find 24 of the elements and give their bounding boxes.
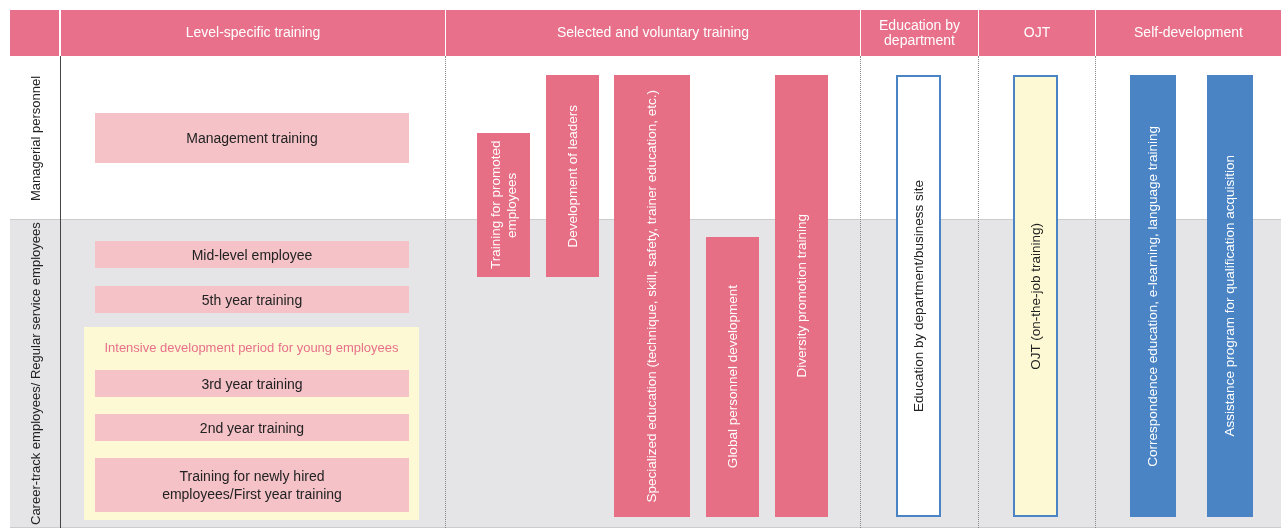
row-label: Career-track employees/ Regular service employees xyxy=(26,221,44,528)
program-bar: Education by department/business site xyxy=(896,75,941,517)
program-bar: Correspondence education, e-learning, language training xyxy=(1130,75,1176,517)
column-header: Education by department xyxy=(860,10,978,56)
program-box: Mid-level employee xyxy=(95,241,409,268)
column-header: Selected and voluntary training xyxy=(445,10,860,56)
program-box: Management training xyxy=(95,113,409,163)
row-label: Managerial personnel xyxy=(26,74,44,203)
program-bar: Global personnel development xyxy=(706,237,759,517)
panel-title: Intensive development period for young employees xyxy=(103,340,400,355)
column-header: Level-specific training xyxy=(60,10,445,56)
program-bar: Development of leaders xyxy=(546,75,599,277)
program-box: 5th year training xyxy=(95,286,409,313)
program-box: 3rd year training xyxy=(95,370,409,397)
program-bar: Diversity promotion training xyxy=(775,75,828,517)
program-bar: Assistance program for qualification acquisition xyxy=(1207,75,1253,517)
column-header: Self-development xyxy=(1095,10,1281,56)
program-bar: OJT (on-the-job training) xyxy=(1013,75,1058,517)
column-header: OJT xyxy=(978,10,1095,56)
program-bar: Training for promoted employees xyxy=(477,133,530,277)
program-box: Training for newly hired employees/First year training xyxy=(95,458,409,512)
period-panel xyxy=(84,327,419,520)
program-box: 2nd year training xyxy=(95,414,409,441)
program-bar: Specialized education (technique, skill, safety, trainer education, etc.) xyxy=(614,75,690,517)
